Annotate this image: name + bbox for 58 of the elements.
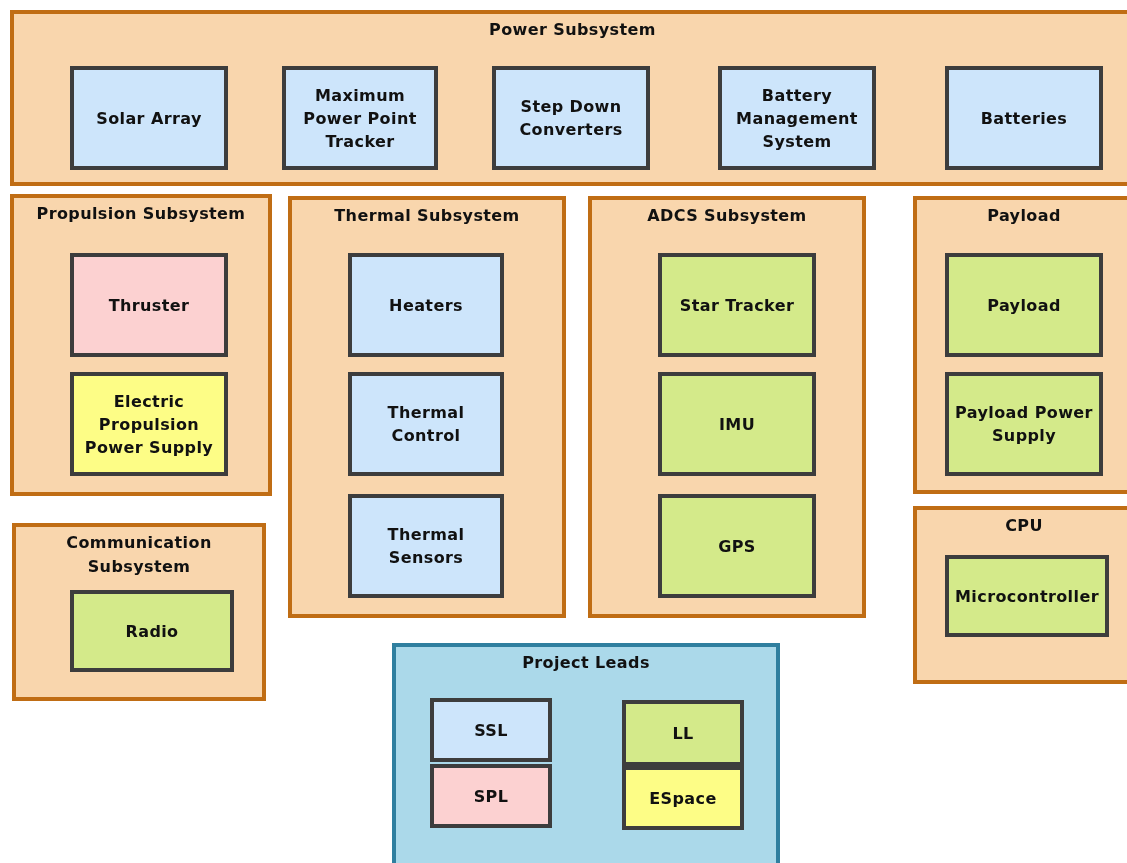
component-box [70, 590, 234, 672]
subsystem-panel [10, 194, 272, 496]
component-label: Thruster [108, 294, 190, 317]
component-label: Step Down Converters [518, 96, 624, 141]
panel-heading: Payload [987, 205, 1061, 227]
component-box [945, 66, 1103, 170]
panel-heading: Propulsion Subsystem [36, 203, 246, 225]
component-label: Star Tracker [679, 294, 795, 317]
component-box [945, 253, 1103, 357]
subsystem-panel [913, 506, 1127, 684]
panel-heading: Communication Subsystem [65, 532, 213, 578]
component-label: Payload [987, 294, 1061, 317]
component-box [348, 494, 504, 598]
component-box [658, 253, 816, 357]
component-label: Thermal Control [386, 402, 466, 447]
component-box [430, 764, 552, 828]
component-box [70, 253, 228, 357]
component-box [658, 494, 816, 598]
component-box [622, 766, 744, 830]
component-label: GPS [718, 535, 756, 558]
component-box [658, 372, 816, 476]
panel-heading: CPU [1005, 515, 1043, 537]
subsystem-panel [913, 196, 1127, 494]
panel-heading: ADCS Subsystem [647, 205, 807, 227]
component-box [945, 555, 1109, 637]
component-label: Maximum Power Point Tracker [302, 84, 418, 153]
subsystem-panel [588, 196, 866, 618]
component-label: SPL [473, 785, 509, 808]
component-box [718, 66, 876, 170]
component-label: Solar Array [96, 107, 202, 130]
component-box [622, 700, 744, 766]
component-label: Thermal Sensors [386, 524, 466, 569]
component-box [348, 372, 504, 476]
component-box [348, 253, 504, 357]
component-label: Radio [125, 620, 179, 643]
component-label: Microcontroller [955, 585, 1099, 608]
panel-heading: Project Leads [522, 652, 650, 674]
component-box [70, 66, 228, 170]
component-label: Batteries [980, 107, 1068, 130]
component-box [430, 698, 552, 762]
subsystem-panel [12, 523, 266, 701]
component-box [945, 372, 1103, 476]
component-label: Battery Management System [735, 84, 859, 153]
component-box [492, 66, 650, 170]
component-label: Electric Propulsion Power Supply [83, 390, 215, 459]
component-label: IMU [718, 413, 756, 436]
component-label: ESpace [649, 787, 717, 810]
panel-heading: Thermal Subsystem [334, 205, 520, 227]
subsystem-panel [288, 196, 566, 618]
component-label: SSL [474, 719, 508, 742]
panel-heading: Power Subsystem [489, 19, 656, 41]
subsystem-panel [10, 10, 1127, 186]
component-label: Payload Power Supply [954, 402, 1094, 447]
subsystem-panel [392, 643, 780, 863]
component-label: Heaters [389, 294, 463, 317]
component-box [282, 66, 438, 170]
component-label: LL [672, 722, 694, 745]
component-box [70, 372, 228, 476]
